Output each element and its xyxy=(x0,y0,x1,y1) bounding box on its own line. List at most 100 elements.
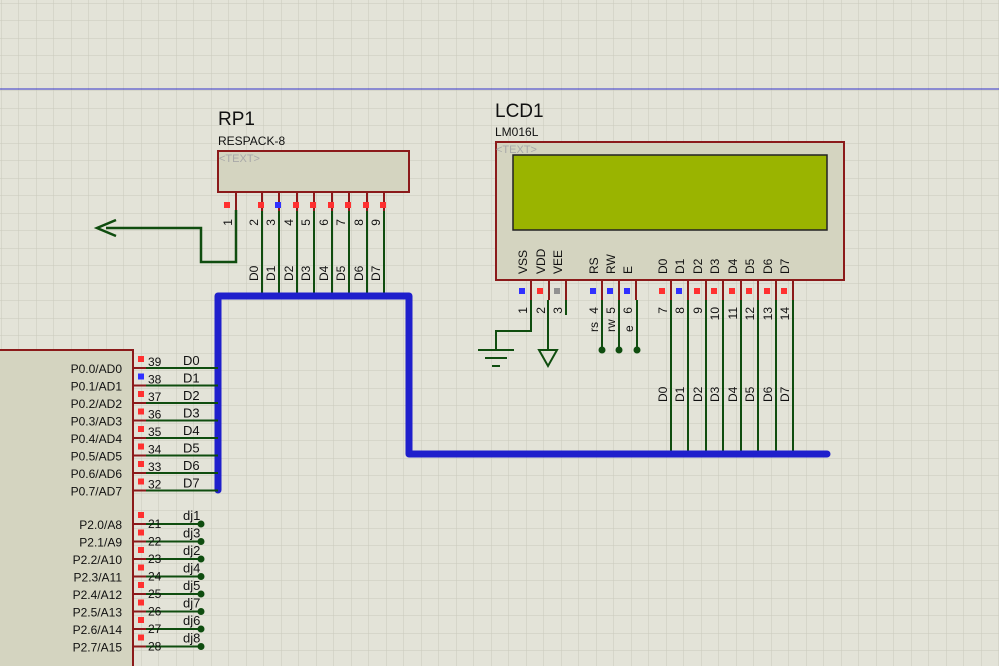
mcu-pin-number: 35 xyxy=(148,425,162,439)
mcu-pin-name: P2.1/A9 xyxy=(79,536,122,550)
mcu-body[interactable] xyxy=(0,349,134,666)
lcd-pin-name: D2 xyxy=(691,258,705,274)
lcd-pin-number: 13 xyxy=(761,307,775,321)
pin-marker xyxy=(138,547,144,553)
vss-wire[interactable] xyxy=(495,300,532,349)
lcd-pin-name: RS xyxy=(587,257,601,274)
mcu-pin-number: 24 xyxy=(148,570,162,584)
lcd-ref: LCD1 xyxy=(495,101,544,122)
rp1-net-label: D6 xyxy=(352,265,366,281)
pin-marker xyxy=(694,288,700,294)
mcu-pin-name: P0.2/AD2 xyxy=(71,397,123,411)
lcd-pin-number: 6 xyxy=(621,307,635,314)
mcu-net-label: dj5 xyxy=(183,578,200,593)
junction-dot xyxy=(197,625,205,633)
mcu-pin-number: 25 xyxy=(148,587,162,601)
lcd-pin-number: 5 xyxy=(604,307,618,314)
pin-marker xyxy=(607,288,613,294)
pin-marker xyxy=(138,582,144,588)
junction-dot xyxy=(197,590,205,598)
rp1-pin-number: 7 xyxy=(334,219,348,226)
mcu-pin-name: P2.4/A12 xyxy=(73,588,123,602)
pin-marker xyxy=(138,617,144,623)
mcu-pin-name: P2.2/A10 xyxy=(73,553,123,567)
junction-dot xyxy=(197,555,205,563)
lcd-data-net-label: D2 xyxy=(691,386,705,402)
lcd-data-net-label: D1 xyxy=(673,386,687,402)
lcd-data-net-label: D5 xyxy=(743,386,757,402)
rp1-pin-number: 1 xyxy=(221,219,235,226)
mcu-pin-name: P2.0/A8 xyxy=(79,518,122,532)
lcd-pin-name: VDD xyxy=(534,248,548,274)
pin-marker xyxy=(275,202,281,208)
lcd-pin-number: 12 xyxy=(743,307,757,321)
lcd-pin-number: 3 xyxy=(551,307,565,314)
pin-marker xyxy=(138,512,144,518)
pin-marker xyxy=(138,443,144,450)
lcd1-component[interactable]: LCD1 LM016L <TEXT> VSS1VDD2VEE3RS4RW5E6D… xyxy=(495,101,845,454)
mcu-pin-name: P0.6/AD6 xyxy=(71,467,123,481)
pin-marker xyxy=(363,202,369,208)
rp1-net-label: D0 xyxy=(247,265,261,281)
pin-marker xyxy=(258,202,264,208)
mcu-pin-number: 28 xyxy=(148,640,162,654)
pin-marker xyxy=(138,426,144,432)
mcu-net-label: D1 xyxy=(183,371,200,386)
junction-dot xyxy=(197,608,205,615)
mcu-pin-number: 22 xyxy=(148,535,162,549)
rp1-body[interactable] xyxy=(217,150,410,193)
mcu-pin-number: 39 xyxy=(148,355,162,369)
pin-marker xyxy=(590,288,596,294)
lcd-pin-name: RW xyxy=(604,254,618,274)
junction-dot xyxy=(197,643,205,650)
junction-dot xyxy=(598,346,606,354)
lcd-control-label: e xyxy=(622,325,636,332)
lcd-pins: VSS1VDD2VEE3RS4RW5E6D07D18D29D310D411D51… xyxy=(516,248,794,454)
mcu-pin-name: P2.5/A13 xyxy=(73,606,123,620)
mcu-net-label: D2 xyxy=(183,388,200,403)
lcd-pin-number: 11 xyxy=(726,307,740,320)
lcd-pin-name: D5 xyxy=(743,258,757,274)
junction-dot xyxy=(197,520,205,528)
lcd-data-net-label: D4 xyxy=(726,386,740,402)
lcd-pin-name: VSS xyxy=(516,250,530,274)
rp1-pin1-wire[interactable] xyxy=(106,210,238,264)
pin-marker xyxy=(138,599,144,606)
mcu-pin-number: 32 xyxy=(148,478,162,492)
lcd-pin-name: D3 xyxy=(708,258,722,274)
mcu-net-label: D6 xyxy=(183,458,200,473)
pin-marker xyxy=(224,202,230,208)
junction-dot xyxy=(615,346,623,354)
lcd-pin-name: D0 xyxy=(656,258,670,274)
rp1-net-label: D7 xyxy=(369,265,383,281)
rp1-pin-number: 3 xyxy=(264,219,278,226)
pin-marker xyxy=(328,202,334,208)
lcd-pin-name: D1 xyxy=(673,258,687,274)
pin-marker xyxy=(537,288,543,294)
junction-dot xyxy=(197,573,205,580)
rp1-text-placeholder: <TEXT> xyxy=(219,153,260,165)
mcu-pin-name: P0.4/AD4 xyxy=(71,432,123,446)
mcu-net-label: dj2 xyxy=(183,543,200,558)
power-triangle-icon xyxy=(537,349,559,369)
rp1-pin-number: 9 xyxy=(369,219,383,226)
junction-dot xyxy=(197,538,205,545)
lcd-text-placeholder: <TEXT> xyxy=(496,144,537,156)
lcd-data-net-label: D0 xyxy=(656,386,670,402)
data-bus[interactable] xyxy=(214,292,831,494)
mcu-pin-number: 26 xyxy=(148,605,162,619)
pin-marker xyxy=(729,288,735,294)
rp1-net-label: D4 xyxy=(317,265,331,281)
mcu-pin-name: P2.7/A15 xyxy=(73,641,123,655)
mcu-pin-name: P0.5/AD5 xyxy=(71,450,123,464)
pin-marker xyxy=(138,564,144,571)
pin-marker xyxy=(519,288,525,294)
